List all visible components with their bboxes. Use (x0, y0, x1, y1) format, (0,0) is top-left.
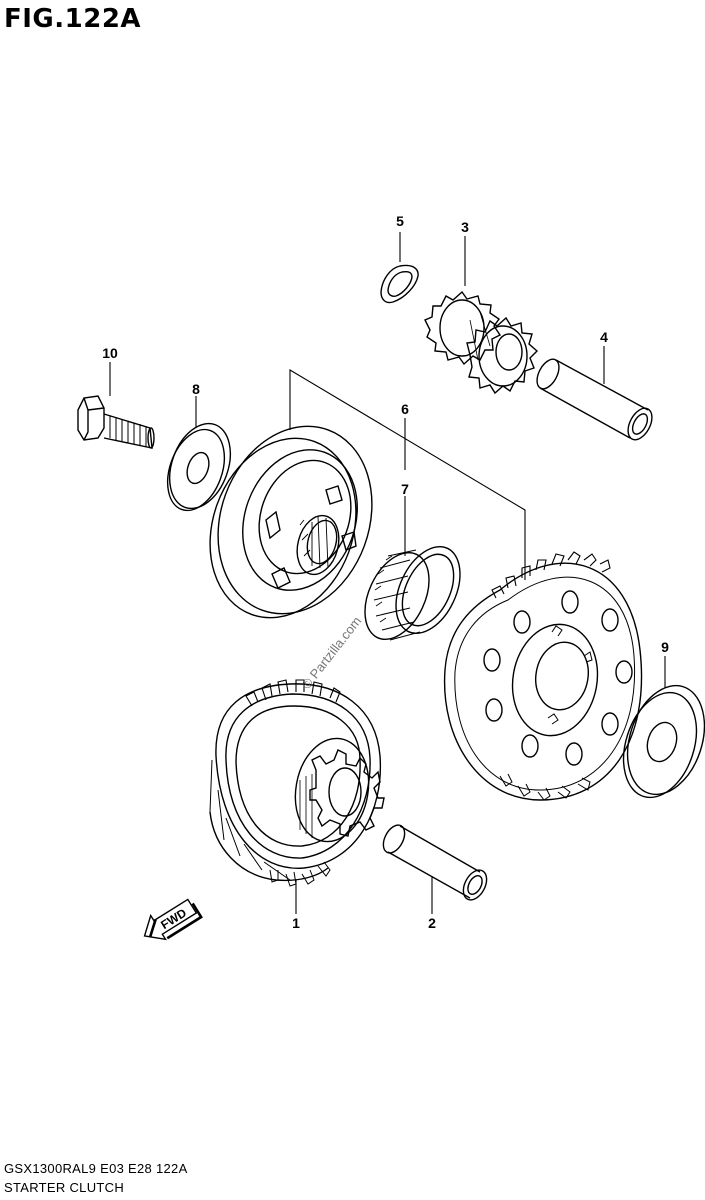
fwd-arrow-icon: FWD (143, 898, 203, 941)
starter-clutch-gear-assembly-icon (209, 679, 385, 887)
idle-gear-icon (424, 290, 539, 395)
circlip-ring-icon (380, 264, 419, 304)
assembly-name: STARTER CLUTCH (4, 1180, 125, 1195)
callout-part-7: 7 (401, 481, 409, 497)
callout-part-2: 2 (428, 915, 436, 931)
washer-icon (166, 422, 232, 512)
one-way-clutch-housing-icon (209, 425, 373, 619)
callout-part-9: 9 (661, 639, 669, 655)
model-code: GSX1300RAL9 E03 E28 122A (4, 1161, 188, 1176)
figure-title: FIG.122A (4, 4, 142, 34)
callout-part-8: 8 (192, 381, 200, 397)
needle-bearing-icon (364, 545, 461, 641)
callout-part-10: 10 (102, 345, 118, 361)
washer-icon (622, 684, 705, 799)
starter-driven-gear-icon (443, 551, 643, 801)
callout-part-6: 6 (401, 401, 409, 417)
callout-part-5: 5 (396, 213, 404, 229)
callout-part-3: 3 (461, 219, 469, 235)
assembly-bracket-line (289, 369, 526, 580)
watermark-text: © Partzilla.com (299, 614, 365, 692)
bolt-icon (77, 395, 155, 449)
shaft-pin-icon (536, 358, 653, 441)
callout-numbers: 5 3 4 10 8 6 7 9 1 2 (102, 213, 669, 931)
leader-lines (109, 232, 666, 914)
callout-part-4: 4 (600, 329, 608, 345)
shaft-pin-icon (382, 824, 488, 901)
callout-part-1: 1 (292, 915, 300, 931)
